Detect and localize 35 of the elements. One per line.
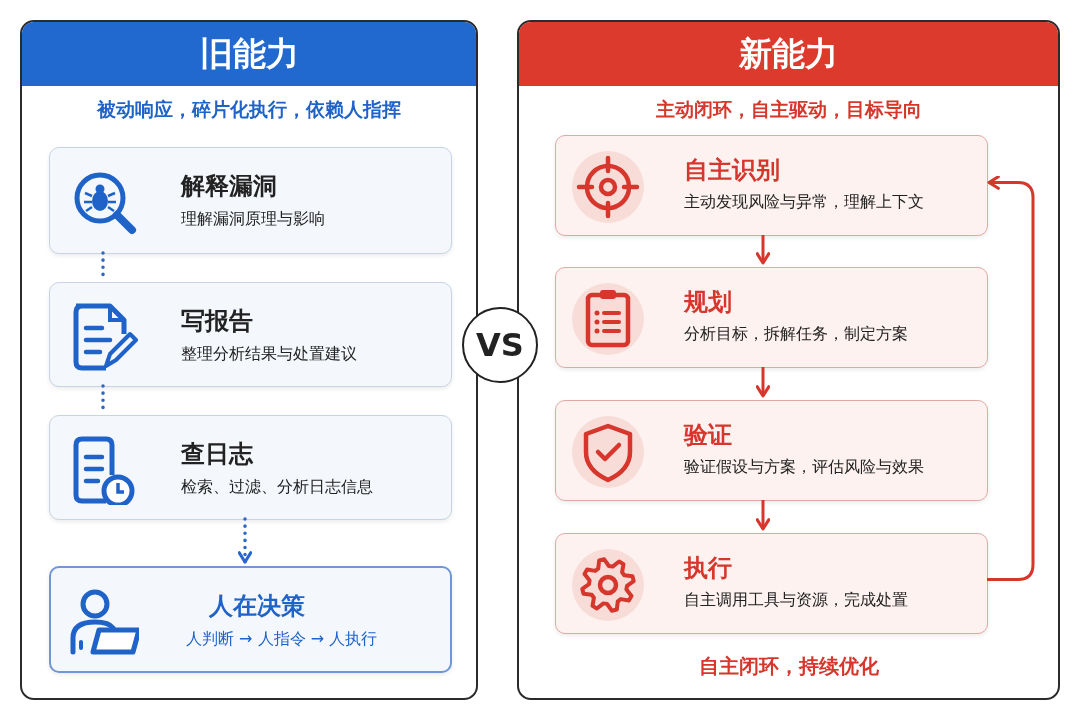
step-description: 理解漏洞原理与影响	[181, 209, 325, 230]
step-card	[555, 533, 988, 634]
step-description: 验证假设与方案，评估风险与效果	[684, 457, 924, 478]
panel-title: 新能力	[519, 22, 1058, 86]
comparison-panel	[20, 20, 478, 700]
panel-subtitle: 主动闭环，自主驱动，目标导向	[654, 97, 923, 122]
step-card	[49, 282, 452, 387]
step-description: 自主调用工具与资源，完成处置	[684, 590, 908, 611]
arrow	[755, 235, 771, 265]
panel-subtitle: 被动响应，碎片化执行，依赖人指挥	[95, 97, 402, 122]
arrow	[987, 175, 1035, 581]
step-title: 执行	[684, 553, 732, 584]
step-card	[555, 135, 988, 236]
step-card	[555, 267, 988, 368]
step-card	[555, 400, 988, 501]
step-title: 规划	[684, 287, 732, 318]
step-title: 查日志	[181, 439, 253, 470]
step-card	[49, 147, 452, 254]
arrow	[755, 367, 771, 398]
arrow	[755, 500, 771, 531]
step-card	[49, 566, 452, 673]
step-description: 主动发现风险与异常，理解上下文	[684, 192, 924, 213]
step-title: 解释漏洞	[181, 171, 277, 202]
step-description: 人判断 → 人指令 → 人执行	[186, 629, 378, 650]
footer-note: 自主闭环，持续优化	[697, 653, 880, 680]
step-title: 验证	[684, 420, 732, 451]
step-description: 整理分析结果与处置建议	[181, 344, 357, 365]
arrow	[237, 517, 253, 564]
step-description: 分析目标，拆解任务，制定方案	[684, 324, 908, 345]
step-title: 写报告	[181, 306, 253, 337]
step-title: 自主识别	[684, 155, 780, 186]
step-title: 人在决策	[209, 591, 305, 622]
step-description: 检索、过滤、分析日志信息	[181, 477, 373, 498]
step-card	[49, 415, 452, 520]
panel-title: 旧能力	[22, 22, 476, 86]
